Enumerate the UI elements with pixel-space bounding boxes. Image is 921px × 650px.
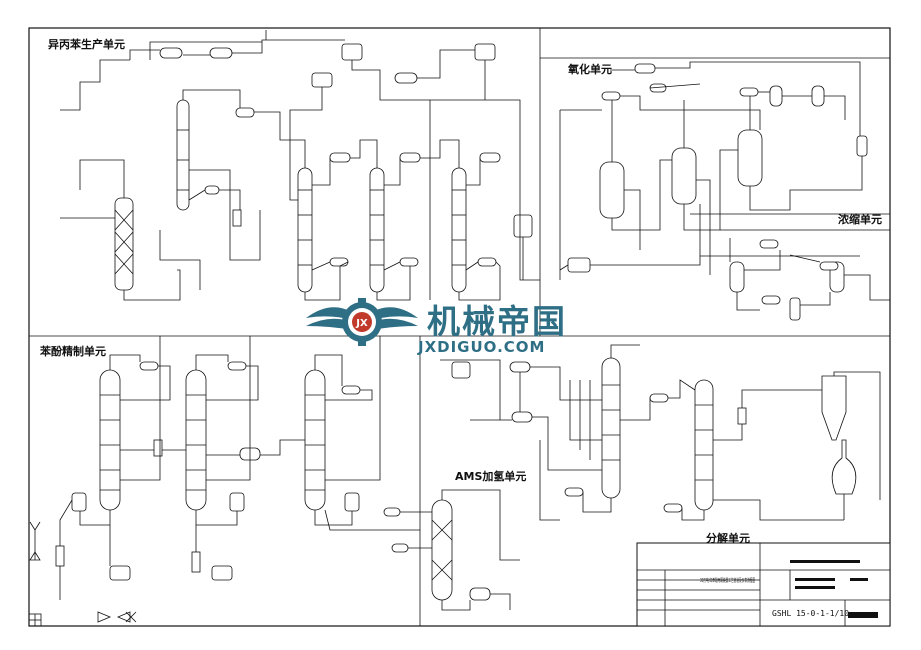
oxidation-unit-title: 氧化单元 (567, 62, 612, 76)
unit-boundaries (29, 28, 890, 626)
drawing-title: 30万吨/年苯酚丙酮装置工艺管道及仪表流程图 (700, 577, 755, 584)
decomposition-unit-piping (440, 344, 881, 521)
title-block: 30万吨/年苯酚丙酮装置工艺管道及仪表流程图 GSHL 15-0-1-1/10 (636, 542, 891, 627)
decomposition-unit-title: 分解单元 (706, 531, 750, 545)
cumene-unit-equipment (114, 43, 533, 293)
oxidation-unit-piping (559, 61, 863, 280)
unit-titles: 异丙苯生产单元 氧化单元 浓缩单元 苯酚精制单元 AMS加氢单元 分解单元 (39, 37, 882, 545)
gear-wings-logo-icon: JX (306, 298, 418, 346)
corner-symbols (28, 521, 137, 627)
phenol-refining-unit-piping (59, 336, 420, 600)
watermark-url: JXDIGUO.COM (417, 338, 545, 356)
concentration-unit-piping (700, 229, 891, 311)
watermark-title: 机械帝国 (427, 302, 567, 341)
decomposition-unit-equipment (451, 357, 857, 513)
ams-hydrogenation-unit-title: AMS加氢单元 (455, 469, 526, 483)
cumene-unit-piping (60, 30, 540, 301)
watermark: JX 机械帝国 JXDIGUO.COM (306, 298, 567, 356)
phenol-refining-unit-equipment (55, 361, 361, 581)
svg-text:JX: JX (355, 318, 368, 329)
phenol-refining-unit-title: 苯酚精制单元 (39, 344, 106, 358)
ams-hydrogenation-piping (400, 489, 520, 611)
oxidation-unit-equipment (567, 63, 868, 273)
cumene-unit-title: 异丙苯生产单元 (48, 37, 125, 51)
concentration-unit-title: 浓缩单元 (838, 212, 882, 226)
drawing-border (28, 27, 891, 627)
concentration-unit-equipment (729, 239, 845, 321)
ams-hydrogenation-equipment (383, 499, 491, 601)
drawing-number: GSHL 15-0-1-1/10 (772, 609, 849, 618)
